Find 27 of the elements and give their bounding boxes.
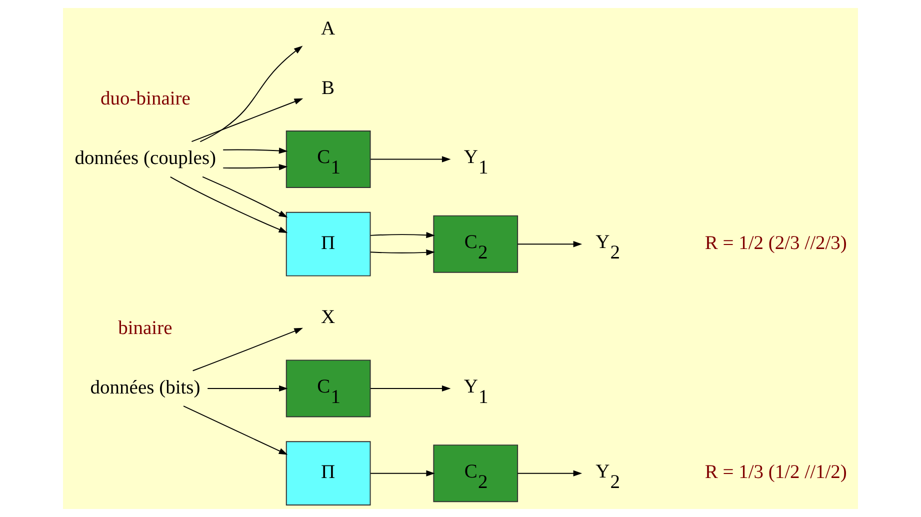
arrow [517, 241, 582, 248]
arrow [222, 164, 288, 170]
arrow [202, 176, 288, 218]
arrow [370, 385, 451, 392]
arrow [370, 470, 435, 476]
arrow [370, 232, 435, 238]
arrow [191, 98, 304, 142]
arrow [200, 46, 303, 142]
arrow [222, 148, 288, 154]
label: R = 1/3 (1/2 //1/2) [704, 462, 847, 484]
node-text: données (bits) [90, 377, 200, 398]
node-text: B [321, 78, 335, 99]
arrow [207, 385, 288, 392]
label: R = 1/2 (2/3 //2/3) [704, 232, 847, 254]
label: duo-binaire [100, 88, 190, 110]
node-text: A [321, 18, 336, 40]
arrow [183, 406, 288, 455]
node-box: Π [286, 441, 371, 506]
node-text: données (couples) [74, 148, 216, 170]
arrow [192, 328, 304, 372]
label: binaire [118, 318, 172, 339]
node-text: X [321, 307, 336, 328]
arrow [170, 176, 288, 233]
arrow [370, 249, 435, 256]
arrow [370, 156, 451, 162]
arrow [517, 470, 582, 476]
node-box: Π [286, 212, 371, 276]
